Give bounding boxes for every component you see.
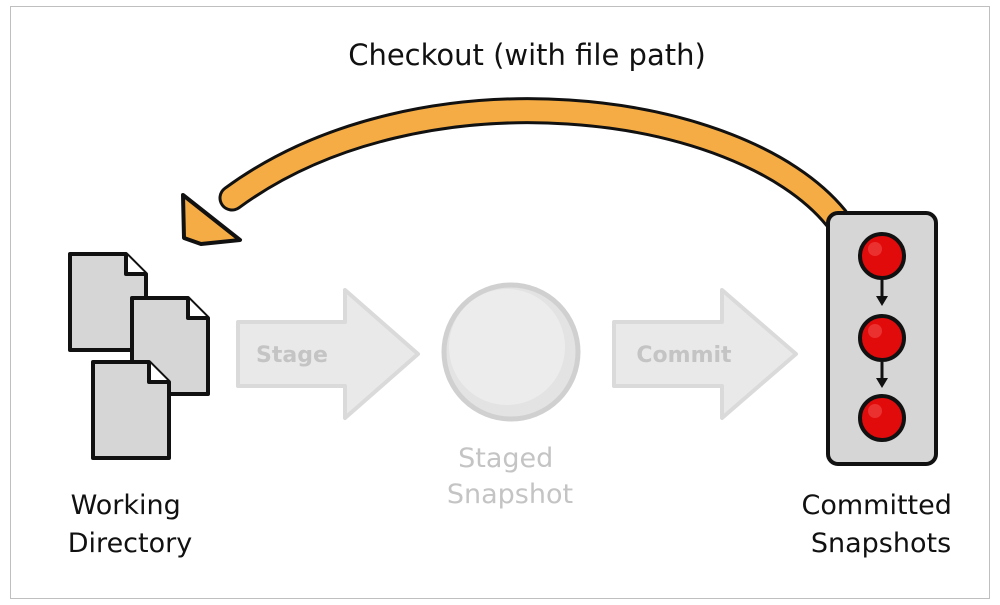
commit-dot: [858, 394, 906, 442]
commit-link-arrow: [876, 362, 888, 388]
commit-link-arrow: [876, 280, 888, 306]
staged-snapshot-label: Staged Snapshot: [447, 443, 573, 510]
working-directory-label: Working Directory: [68, 490, 192, 559]
commit-dot: [858, 232, 906, 280]
checkout-arrow: [181, 97, 850, 246]
commit-arrow: Commit: [612, 288, 798, 420]
diagram-title: Checkout (with file path): [348, 38, 706, 72]
stage-arrow-label: Stage: [256, 343, 328, 368]
commit-arrow-label: Commit: [636, 343, 732, 368]
staged-snapshot-circle: [441, 282, 581, 422]
working-directory-files-icon: [68, 252, 210, 460]
committed-snapshots-box: [826, 211, 938, 466]
document-icon: [91, 360, 171, 460]
commit-dot: [858, 314, 906, 362]
stage-arrow: Stage: [236, 288, 420, 420]
committed-snapshots-label: Committed Snapshots: [802, 490, 961, 559]
